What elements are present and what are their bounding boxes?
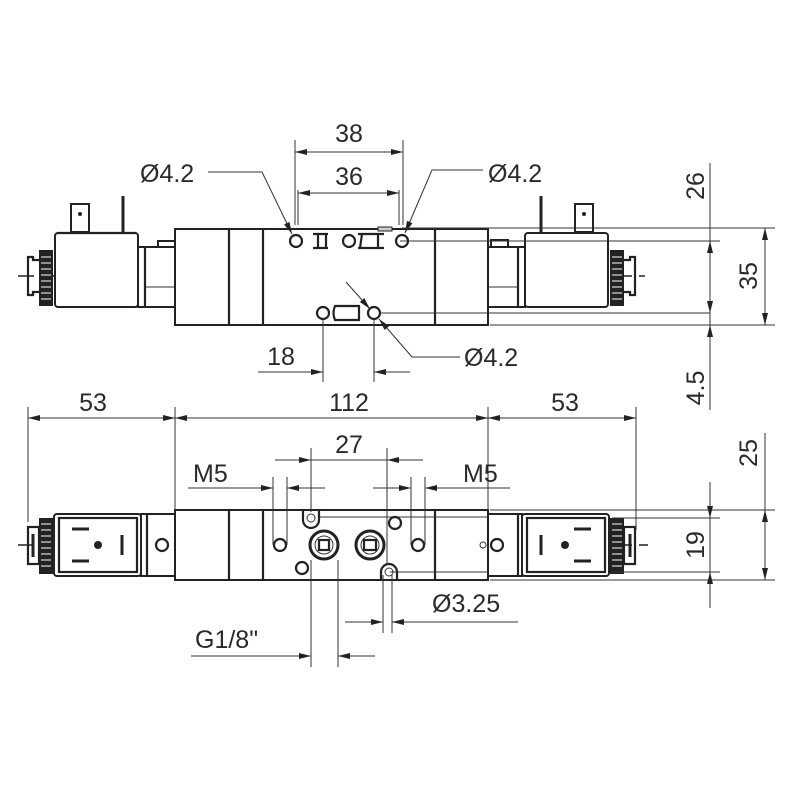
top-view: 38 36 Ø4.2 Ø4.2 Ø4.2 18 26 35 4.5 [18,120,775,410]
g18-port-1 [308,529,340,561]
left-solenoid-coil-front [26,513,185,577]
dim-hole-3-25: Ø3.25 [432,590,500,618]
dim-hole-dia-right: Ø4.2 [488,160,542,188]
left-solenoid-coil-top [26,196,176,308]
dim-18: 18 [267,343,295,371]
dim-112: 112 [329,389,369,417]
g18-port-2 [354,529,386,561]
m5-port-left [272,537,288,553]
dim-36: 36 [335,163,363,191]
dim-19: 19 [682,531,710,559]
dim-35: 35 [735,262,763,290]
dim-hole-dia-left: Ø4.2 [140,160,194,188]
valve-body-front [174,509,490,581]
valve-body-top [174,226,489,326]
front-view: 53 112 53 27 M5 M5 Ø3.25 G1/8" [18,389,775,667]
m5-port-right [410,537,426,553]
dim-m5-left: M5 [193,460,228,488]
dim-m5-right: M5 [463,460,498,488]
dim-38: 38 [335,120,363,148]
dim-53-right: 53 [551,389,579,417]
dim-4-5: 4.5 [682,371,710,406]
dim-g18-thread: G1/8" [195,626,258,654]
dim-25: 25 [735,439,763,467]
mount-hole-left [288,233,304,249]
dim-53-left: 53 [79,389,107,417]
right-solenoid-coil-top [487,196,637,308]
right-solenoid-coil-front [479,513,637,577]
dim-26: 26 [682,172,710,200]
dim-27: 27 [335,431,363,459]
dim-hole-dia-bottom: Ø4.2 [464,344,518,372]
